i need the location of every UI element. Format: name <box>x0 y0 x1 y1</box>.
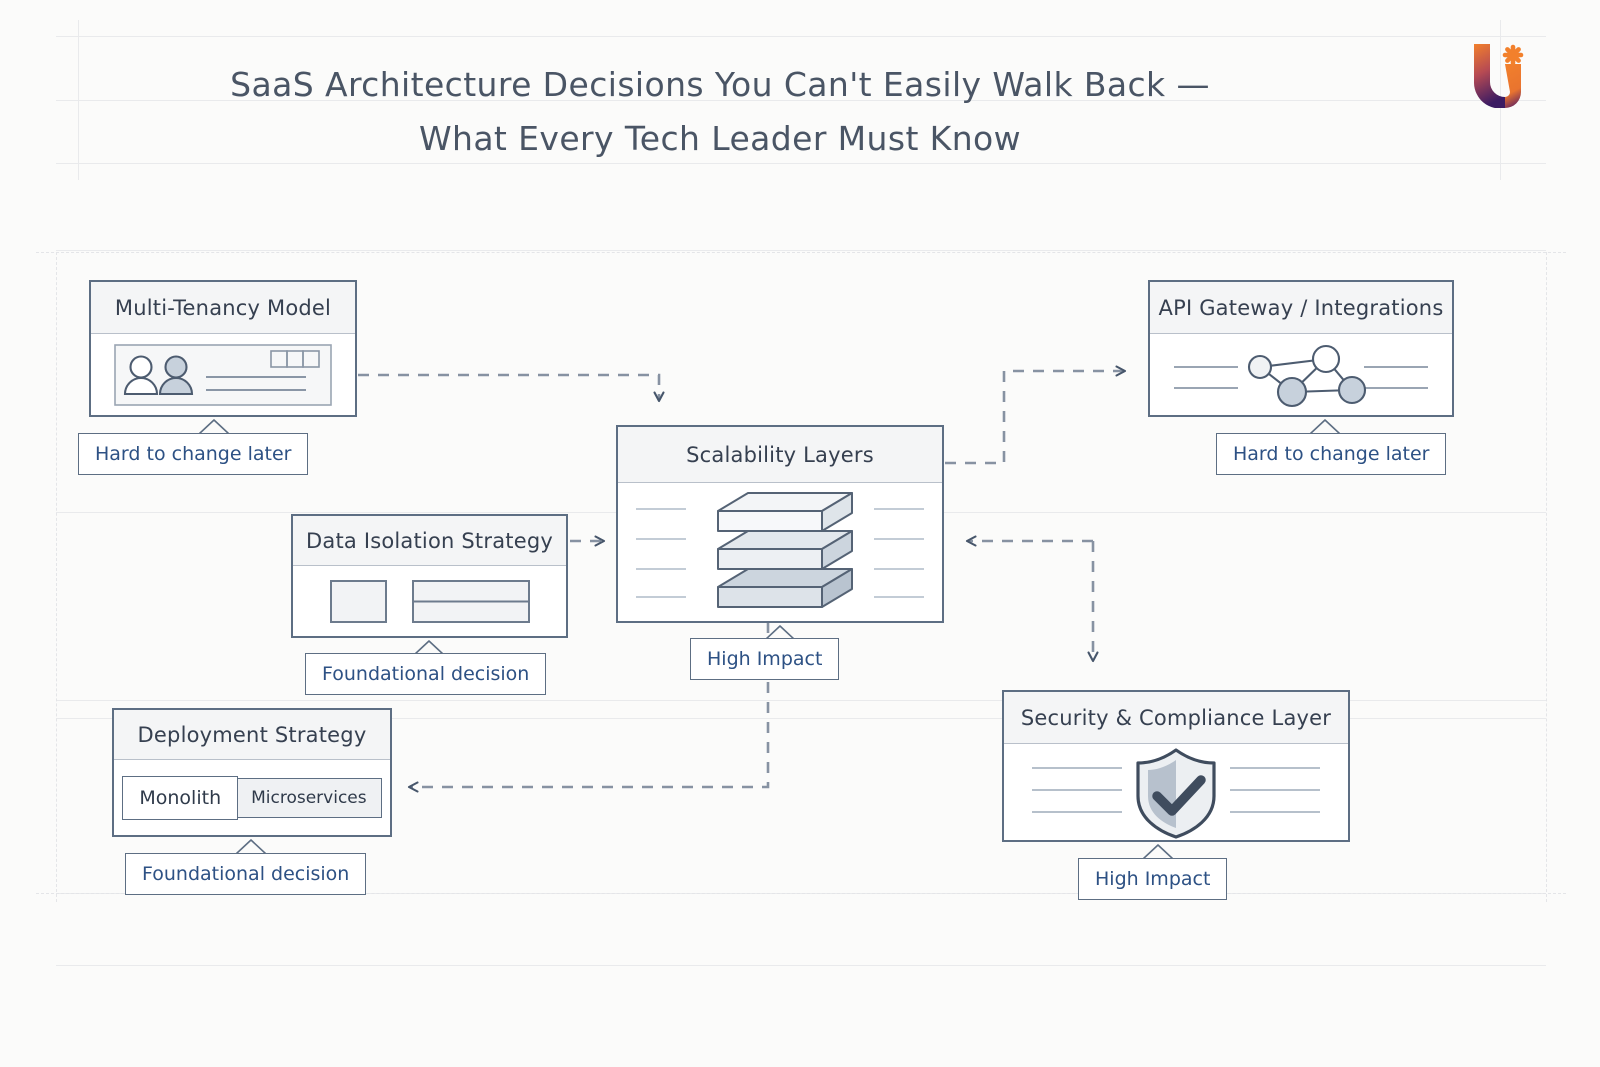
toggle-option-microservices[interactable]: Microservices <box>236 777 382 818</box>
card-scalability[interactable]: Scalability Layers <box>616 425 944 623</box>
toggle-label: Monolith <box>139 786 222 809</box>
callout-deployment: Foundational decision <box>125 853 367 895</box>
card-multi-tenancy[interactable]: Multi-Tenancy Model <box>89 280 357 417</box>
card-header: Data Isolation Strategy <box>293 516 566 566</box>
callout-text: Foundational decision <box>142 863 350 885</box>
wire-scalability-to-api <box>945 371 1124 465</box>
callout-multi-tenancy: Hard to change later <box>78 433 309 475</box>
wire-tenancy-to-scalability <box>358 373 659 400</box>
segmented-toggle-icon[interactable]: Monolith Microservices <box>122 775 382 820</box>
toggle-option-monolith[interactable]: Monolith <box>122 775 239 820</box>
card-body <box>293 566 566 636</box>
toggle-label: Microservices <box>251 787 367 808</box>
callout-security: High Impact <box>1078 858 1228 900</box>
card-header: Multi-Tenancy Model <box>91 282 355 334</box>
callout-text: Hard to change later <box>95 443 292 465</box>
network-graph-icon <box>1174 344 1428 407</box>
shield-check-icon <box>1032 748 1320 839</box>
card-api-gateway[interactable]: API Gateway / Integrations <box>1148 280 1454 417</box>
card-security[interactable]: Security & Compliance Layer <box>1002 690 1350 842</box>
callout-pointer <box>1309 419 1341 434</box>
card-title: Security & Compliance Layer <box>1020 705 1332 730</box>
card-body <box>1004 744 1348 842</box>
card-deployment[interactable]: Deployment Strategy Monolith Microservic… <box>112 708 392 837</box>
layer-stack-icon <box>636 492 924 608</box>
callout-pointer <box>198 419 230 434</box>
card-body <box>618 483 942 623</box>
users-panel-icon <box>114 343 332 406</box>
callout-pointer <box>1142 844 1174 859</box>
card-title: Data Isolation Strategy <box>306 528 553 553</box>
card-title: Multi-Tenancy Model <box>114 295 332 320</box>
callout-text: Foundational decision <box>322 663 530 685</box>
card-title: Deployment Strategy <box>137 722 367 747</box>
card-data-isolation[interactable]: Data Isolation Strategy <box>291 514 568 638</box>
title-line-1: SaaS Architecture Decisions You Can't Ea… <box>230 65 1210 104</box>
card-title: Scalability Layers <box>686 442 874 467</box>
callout-scalability: High Impact <box>690 638 840 680</box>
callout-pointer <box>764 625 796 640</box>
card-body: Monolith Microservices <box>114 760 390 835</box>
card-header: Deployment Strategy <box>114 710 390 760</box>
card-header: Security & Compliance Layer <box>1004 692 1348 744</box>
card-title: API Gateway / Integrations <box>1158 295 1444 320</box>
callout-data-isolation: Foundational decision <box>305 653 547 695</box>
callout-text: High Impact <box>1095 868 1211 890</box>
callout-text: Hard to change later <box>1233 443 1430 465</box>
card-header: API Gateway / Integrations <box>1150 282 1452 334</box>
callout-api-gateway: Hard to change later <box>1216 433 1447 475</box>
card-body <box>91 334 355 415</box>
callout-text: High Impact <box>707 648 823 670</box>
callout-pointer <box>235 839 267 854</box>
card-header: Scalability Layers <box>618 427 942 483</box>
brand-logo <box>1462 36 1528 109</box>
data-blocks-icon <box>330 580 530 623</box>
title-line-2: What Every Tech Leader Must Know <box>418 119 1022 158</box>
page-title: SaaS Architecture Decisions You Can't Ea… <box>0 58 1440 166</box>
card-body <box>1150 334 1452 415</box>
